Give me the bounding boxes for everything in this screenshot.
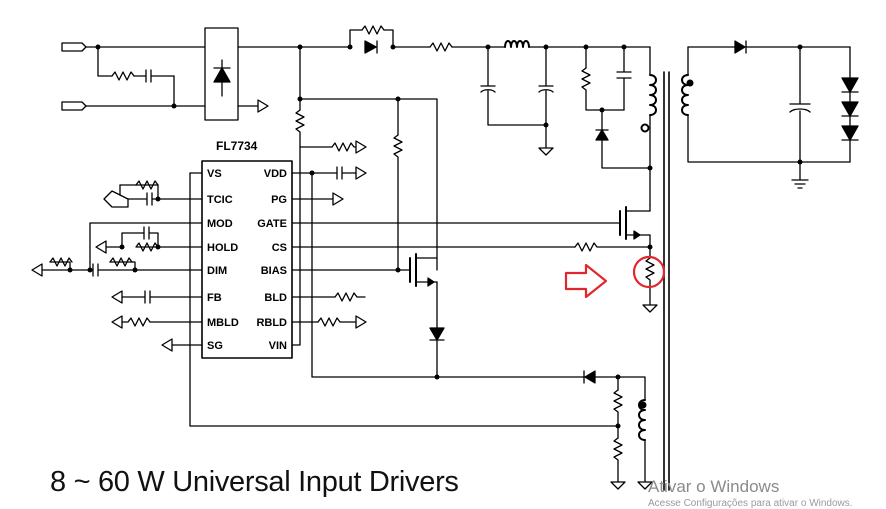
pin-label-rbld: RBLD [256, 317, 287, 329]
pin-label-mod: MOD [207, 218, 233, 230]
pin-label-bld: BLD [264, 292, 287, 304]
bridge-rectifier [204, 27, 239, 121]
ac-input-terminals [61, 42, 87, 111]
pin-label-mbld: MBLD [207, 317, 239, 329]
pin-label-sg: SG [207, 340, 223, 352]
pin-label-gate: GATE [257, 218, 287, 230]
pin-label-tcic: TCIC [207, 194, 233, 206]
diagram-caption: 8 ~ 60 W Universal Input Drivers [50, 466, 459, 498]
pin-label-bias: BIAS [261, 265, 287, 277]
red-circle-marker [632, 255, 666, 289]
pin-label-cs: CS [272, 242, 287, 254]
fl7734-controller-chip: FL7734 VS TCIC MOD HOLD DIM FB MBLD SG VDD PG GAT… [201, 139, 293, 359]
transformer-core [663, 71, 670, 491]
pin-label-vdd: VDD [264, 168, 287, 180]
pin-label-dim: DIM [207, 265, 227, 277]
pin-label-pg: PG [271, 194, 287, 206]
red-arrow-icon [564, 263, 608, 299]
pin-label-vs: VS [207, 168, 222, 180]
windows-activation-watermark-subtitle: Acesse Configurações para ativar o Windo… [648, 498, 853, 509]
pin-label-fb: FB [207, 292, 222, 304]
chip-name: FL7734 [216, 139, 258, 153]
current-sense-resistor-highlight [564, 255, 666, 299]
pin-label-hold: HOLD [207, 242, 238, 254]
pin-label-vin: VIN [269, 340, 287, 352]
windows-activation-watermark: Ativar o Windows [648, 477, 780, 496]
